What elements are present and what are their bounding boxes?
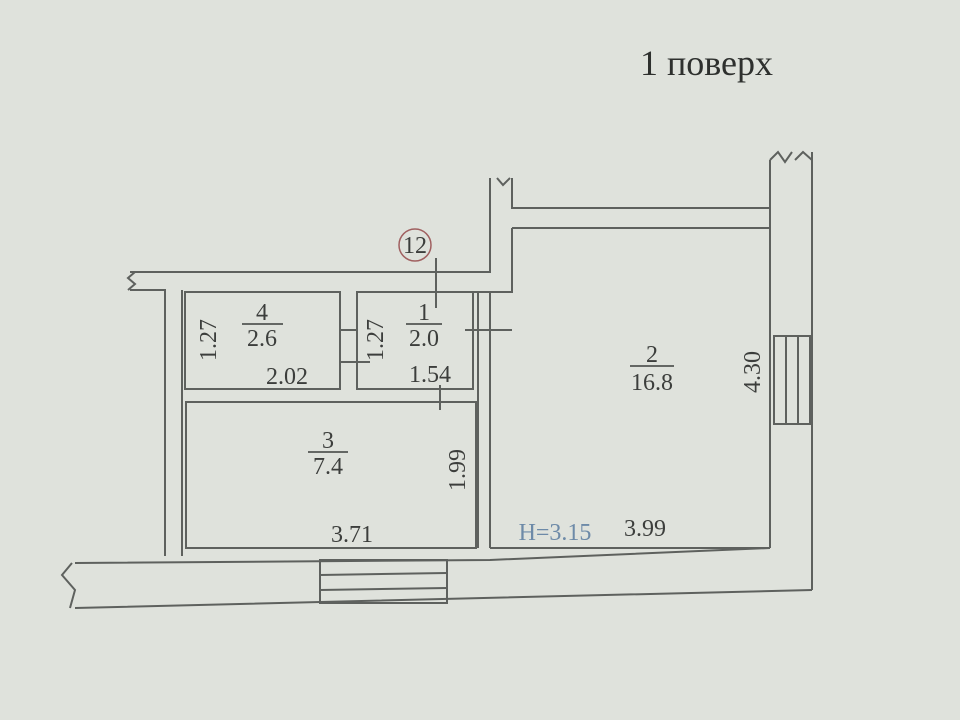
room3-width: 3.71 (331, 522, 373, 548)
room1-width: 1.54 (409, 362, 451, 388)
room1-area: 2.0 (409, 326, 439, 352)
ceiling-height: H=3.15 (519, 520, 592, 546)
room1-height: 1.27 (363, 319, 389, 361)
room4-number: 4 (256, 300, 268, 326)
room4-width: 2.02 (266, 364, 308, 390)
room2-number: 2 (646, 342, 658, 368)
room1-number: 1 (418, 300, 430, 326)
floor-title: 1 поверх (640, 43, 774, 83)
room3-number: 3 (322, 428, 334, 454)
room4-area: 2.6 (247, 326, 277, 352)
room2-area: 16.8 (631, 370, 673, 396)
room3-height: 1.99 (445, 449, 471, 491)
entrance-door (319, 559, 448, 604)
room3-area: 7.4 (313, 454, 343, 480)
room2-width: 3.99 (624, 516, 666, 542)
room2-height: 4.30 (740, 351, 766, 393)
marker-label: 12 (403, 233, 427, 259)
room4-height: 1.27 (196, 319, 222, 361)
dimension-ticks (340, 258, 512, 410)
window (773, 335, 811, 425)
walls (60, 150, 813, 609)
section-marker (398, 228, 432, 262)
